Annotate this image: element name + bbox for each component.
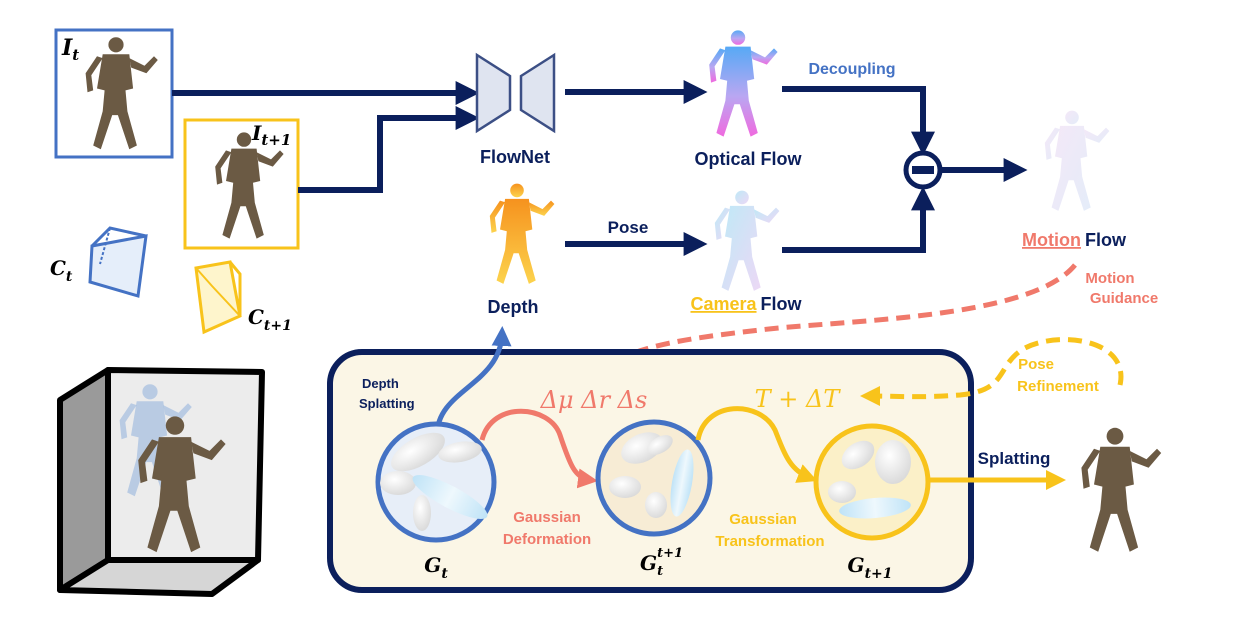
camera-t-label: C	[50, 256, 66, 280]
frame-t-label: I	[61, 35, 73, 61]
pose-refinement-line2: Refinement	[1017, 378, 1099, 395]
camera-frustum-icon	[194, 260, 242, 335]
gt1-subscript: t+1	[865, 566, 893, 582]
motion-guidance-line1: Motion	[1085, 270, 1134, 287]
arrow-camera-to-minus	[782, 186, 935, 253]
flownet-icon	[475, 52, 556, 134]
gtt1-superscript: t+1	[657, 546, 683, 561]
flow-silhouette-icon	[1044, 110, 1110, 211]
gaussian-gt	[375, 421, 497, 543]
deformation-params: Δμ Δr Δs	[540, 386, 648, 414]
camera-t1-subscript: t+1	[264, 318, 292, 334]
scene-volume	[57, 367, 265, 597]
gt1-label: G	[847, 553, 864, 577]
camera-frustum-icon	[88, 226, 148, 298]
depth-silhouette-icon	[489, 183, 555, 284]
pose-label: Pose	[608, 218, 649, 237]
arrow-pose-refinement	[860, 337, 1124, 407]
svg-text:It: It	[61, 35, 79, 64]
camera-t1-label: C	[248, 305, 264, 329]
splatting-label: Splatting	[978, 449, 1051, 468]
soldier-figure-icon	[1081, 427, 1162, 552]
frame-t: It	[54, 28, 174, 159]
motion-flow-word-motion: Motion	[1022, 230, 1081, 250]
gaussian-gtt1	[595, 419, 713, 537]
gaussian-transformation-line1: Gaussian	[729, 511, 797, 528]
gaussian-deformation-line1: Gaussian	[513, 509, 581, 526]
camera-t-subscript: t	[66, 269, 73, 285]
gt-subscript: t	[441, 566, 448, 582]
minus-operator-icon	[903, 150, 943, 190]
arrow-gaussian-transformation	[695, 406, 818, 483]
arrow-depth-splatting	[434, 326, 512, 436]
gtt1-subscript: t	[657, 564, 663, 579]
pose-refinement-line1: Pose	[1018, 356, 1054, 373]
gaussian-transformation-line2: Transformation	[715, 533, 824, 550]
gaussian-ellipsoid-icon	[828, 440, 911, 519]
transformation-params: T + ΔT	[755, 385, 842, 413]
frame-t1-label: I	[251, 121, 262, 145]
camera-flow-word-flow: Flow	[761, 294, 803, 314]
flow-silhouette-icon	[709, 30, 778, 137]
arrow-gaussian-deformation	[479, 408, 598, 489]
gt-label: G	[424, 553, 441, 577]
frame-t1-subscript: t+1	[261, 131, 291, 149]
camera-flow-word-camera: Camera	[690, 294, 757, 314]
svg-text:Ct+1: Ct+1	[248, 305, 292, 334]
optical-flow-label: Optical Flow	[694, 149, 802, 169]
frame-t-subscript: t	[72, 46, 79, 64]
gaussian-deformation-line2: Deformation	[503, 531, 591, 548]
svg-text:Ct: Ct	[50, 256, 73, 285]
depth-splatting-line2: Splatting	[359, 396, 415, 411]
frame-t1: It+1	[183, 118, 300, 250]
arrow-optical-to-minus	[782, 86, 935, 156]
svg-text:Gtt+1: Gt t+1	[640, 546, 683, 579]
svg-text:Gt: Gt	[424, 553, 448, 582]
flownet-label: FlowNet	[480, 147, 550, 167]
decoupling-label: Decoupling	[808, 61, 895, 78]
flow-silhouette-icon	[714, 190, 780, 291]
gaussian-ellipsoid-icon	[609, 432, 694, 518]
arrow-motion-guidance	[599, 263, 1077, 371]
svg-text:It+1: It+1	[251, 121, 291, 149]
gaussian-ellipsoid-icon	[380, 432, 488, 531]
svg-text:Gt+1: Gt+1	[847, 553, 892, 582]
gtt1-label: G	[640, 551, 657, 575]
depth-label: Depth	[488, 297, 539, 317]
depth-splatting-line1: Depth	[362, 376, 399, 391]
gaussian-gt1	[813, 423, 931, 541]
arrow-frame-t1-to-flownet	[298, 106, 480, 193]
motion-flow-word-flow: Flow	[1085, 230, 1127, 250]
motion-guidance-line2: Guidance	[1090, 290, 1158, 307]
